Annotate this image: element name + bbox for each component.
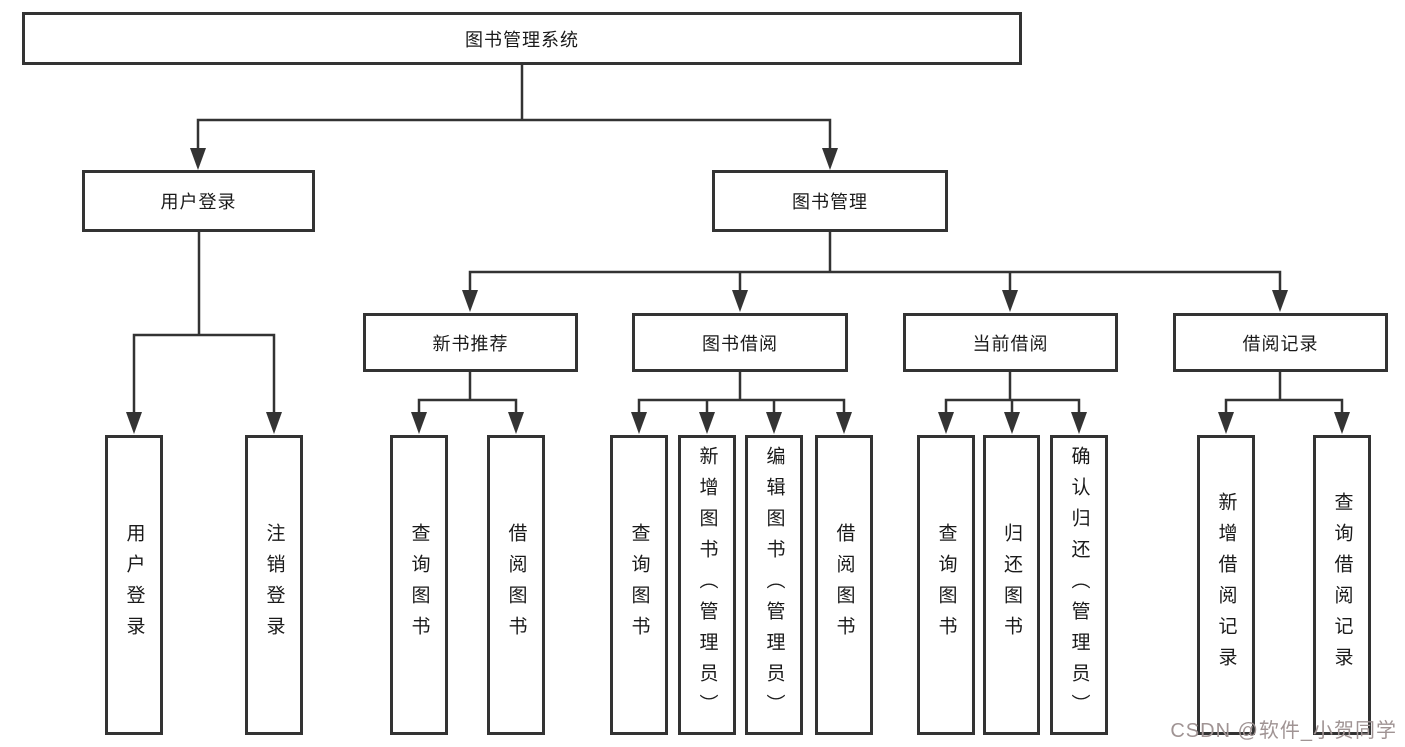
node-leaf-logout: 注销登录	[245, 435, 303, 735]
node-leaf-borrow-books: 借阅图书	[815, 435, 873, 735]
node-leaf-edit-books-admin: 编辑图书（管理员）	[745, 435, 803, 735]
node-book-borrow: 图书借阅	[632, 313, 848, 372]
node-borrow-records: 借阅记录	[1173, 313, 1388, 372]
node-leaf-user-login: 用户登录	[105, 435, 163, 735]
node-user-login-module: 用户登录	[82, 170, 315, 232]
node-leaf-recommend-borrow-books: 借阅图书	[487, 435, 545, 735]
node-leaf-borrow-query-books: 查询图书	[610, 435, 668, 735]
node-root-system: 图书管理系统	[22, 12, 1022, 65]
node-book-management-module: 图书管理	[712, 170, 948, 232]
node-leaf-current-query-books: 查询图书	[917, 435, 975, 735]
node-leaf-add-borrow-record: 新增借阅记录	[1197, 435, 1255, 735]
node-leaf-add-books-admin: 新增图书（管理员）	[678, 435, 736, 735]
node-leaf-return-books: 归还图书	[983, 435, 1040, 735]
csdn-watermark: CSDN @软件_小贺同学	[1170, 720, 1397, 742]
node-leaf-confirm-return-admin: 确认归还（管理员）	[1050, 435, 1108, 735]
node-current-borrow: 当前借阅	[903, 313, 1118, 372]
node-leaf-query-borrow-record: 查询借阅记录	[1313, 435, 1371, 735]
node-leaf-recommend-query-books: 查询图书	[390, 435, 448, 735]
node-new-book-recommend: 新书推荐	[363, 313, 578, 372]
